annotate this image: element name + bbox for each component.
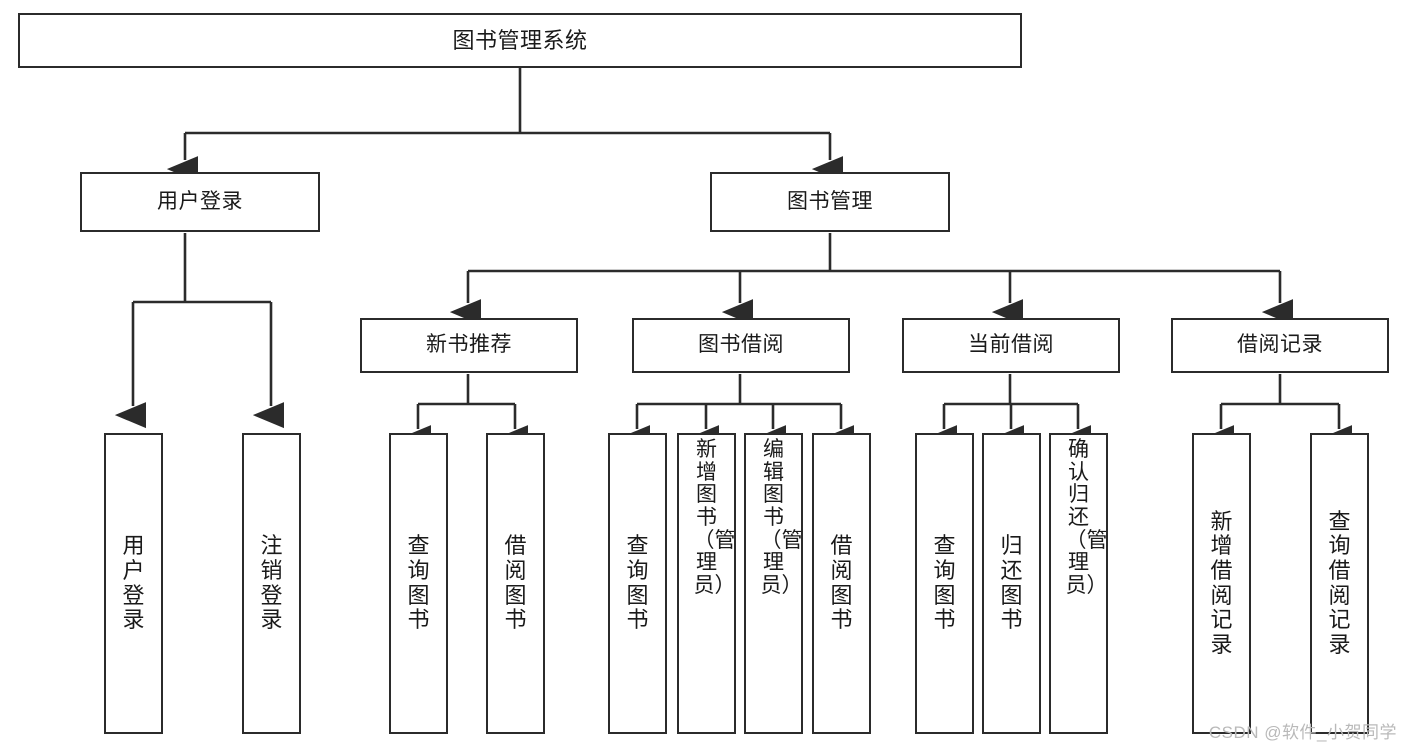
node-label: 新增借阅记录 (1210, 508, 1233, 657)
node-label: 确认归还（管理员） (1065, 438, 1108, 598)
node-label: 借阅图书 (830, 533, 853, 633)
node-label: 查询图书 (933, 533, 956, 633)
node-label: 借阅图书 (504, 533, 527, 633)
node-new-book-recommend[interactable]: 新书推荐 (360, 318, 578, 373)
csdn-watermark: CSDN @软件_小贺同学 (1208, 723, 1397, 742)
node-label: 编辑图书（管理员） (760, 438, 803, 598)
node-label: 查询图书 (407, 533, 430, 633)
node-label: 图书借阅 (698, 333, 784, 357)
leaf-borrow-add-book-admin[interactable]: 新增图书（管理员） (677, 433, 736, 734)
leaf-borrow-edit-book-admin[interactable]: 编辑图书（管理员） (744, 433, 803, 734)
node-current-borrow[interactable]: 当前借阅 (902, 318, 1120, 373)
node-root-library-system[interactable]: 图书管理系统 (18, 13, 1022, 68)
node-label: 图书管理 (787, 189, 873, 213)
node-book-management[interactable]: 图书管理 (710, 172, 950, 232)
leaf-new-book-query-book[interactable]: 查询图书 (389, 433, 448, 734)
node-label: 查询图书 (626, 533, 649, 633)
node-label: 图书管理系统 (452, 27, 588, 53)
node-borrow-record[interactable]: 借阅记录 (1171, 318, 1389, 373)
node-label: 借阅记录 (1237, 333, 1323, 357)
node-label: 归还图书 (1000, 533, 1023, 633)
leaf-new-book-borrow-book[interactable]: 借阅图书 (486, 433, 545, 734)
node-label: 当前借阅 (968, 333, 1054, 357)
leaf-current-return-book[interactable]: 归还图书 (982, 433, 1041, 734)
node-label: 用户登录 (157, 189, 243, 213)
node-label: 查询借阅记录 (1328, 508, 1351, 657)
leaf-record-query-borrow-record[interactable]: 查询借阅记录 (1310, 433, 1369, 734)
leaf-current-confirm-return-admin[interactable]: 确认归还（管理员） (1049, 433, 1108, 734)
leaf-record-add-borrow-record[interactable]: 新增借阅记录 (1192, 433, 1251, 734)
leaf-borrow-borrow-book[interactable]: 借阅图书 (812, 433, 871, 734)
leaf-user-login-signin[interactable]: 用户登录 (104, 433, 163, 734)
node-label: 新书推荐 (426, 333, 512, 357)
node-label: 注销登录 (260, 533, 283, 633)
leaf-current-query-book[interactable]: 查询图书 (915, 433, 974, 734)
leaf-borrow-query-book[interactable]: 查询图书 (608, 433, 667, 734)
node-label: 新增图书（管理员） (693, 438, 736, 598)
leaf-user-login-signout[interactable]: 注销登录 (242, 433, 301, 734)
node-book-borrow[interactable]: 图书借阅 (632, 318, 850, 373)
node-user-login[interactable]: 用户登录 (80, 172, 320, 232)
node-label: 用户登录 (122, 533, 145, 633)
